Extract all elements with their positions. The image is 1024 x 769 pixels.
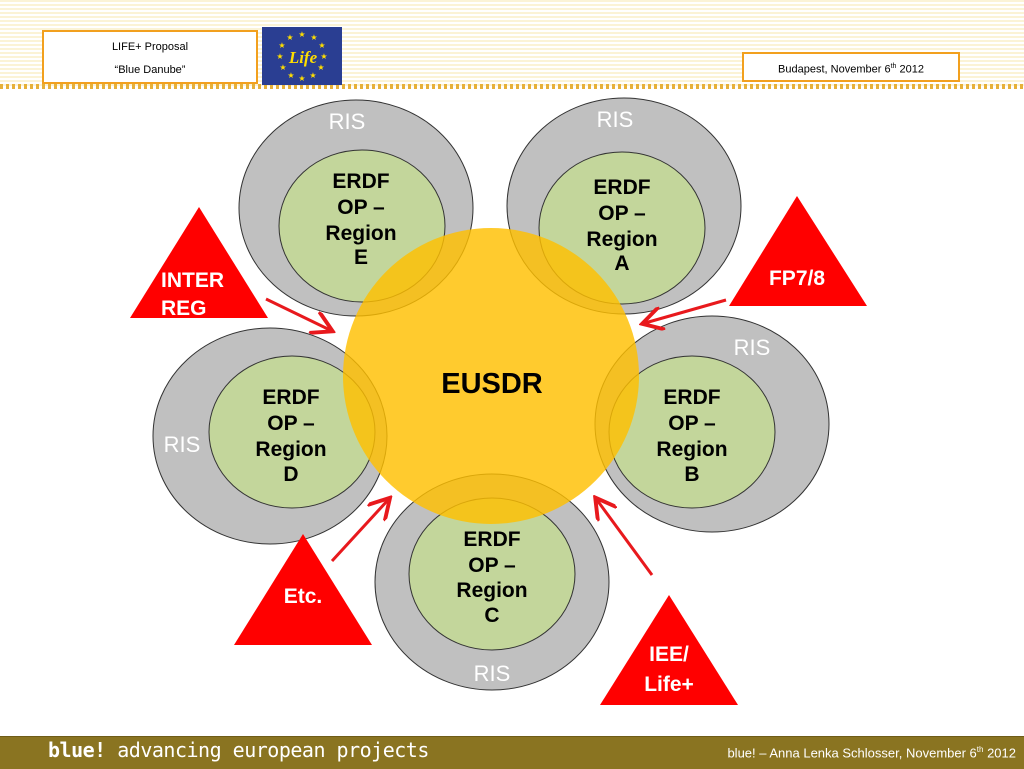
date-prefix: Budapest, November 6: [778, 63, 891, 76]
ris-label-b: RIS: [734, 335, 771, 360]
erdf-label-e-2: OP –: [337, 196, 385, 219]
eu-life-logo: ★★★ ★★★ ★★★ ★★★ Life: [262, 27, 342, 85]
footer-credit: blue! – Anna Lenka Schlosser, November 6…: [727, 745, 1016, 760]
footer-credit-prefix: blue! – Anna Lenka Schlosser, November 6: [727, 745, 977, 761]
triangle-interreg-label-1: INTER: [161, 269, 224, 292]
eu-stars-icon: ★★★ ★★★ ★★★ ★★★ Life: [276, 30, 327, 83]
svg-text:★: ★: [276, 52, 283, 61]
svg-text:★: ★: [286, 33, 293, 42]
erdf-label-b-1: ERDF: [663, 386, 720, 409]
date-suffix: 2012: [896, 63, 924, 76]
triangle-fp-label: FP7/8: [769, 267, 825, 290]
triangle-interreg-label-2: REG: [161, 297, 207, 320]
erdf-label-b-2: OP –: [668, 412, 716, 435]
date-sup: th: [890, 63, 897, 70]
eusdr-circle: [343, 228, 639, 524]
footer-tagline: advancing european projects: [105, 738, 429, 762]
erdf-label-e-4: E: [354, 246, 368, 269]
arrow-iee: [597, 500, 654, 576]
svg-text:★: ★: [317, 63, 324, 72]
svg-text:★: ★: [309, 71, 316, 80]
erdf-label-e-3: Region: [325, 222, 396, 245]
triangle-iee-label-1: IEE/: [649, 643, 689, 666]
svg-text:★: ★: [278, 41, 285, 50]
triangle-iee: [600, 595, 738, 705]
triangle-fp: [729, 196, 867, 306]
erdf-label-a-4: A: [614, 252, 629, 275]
erdf-label-a-3: Region: [586, 228, 657, 251]
erdf-label-c-4: C: [484, 604, 499, 627]
svg-text:★: ★: [298, 74, 305, 83]
life-logo-text: Life: [288, 48, 318, 67]
arrow-fp: [645, 298, 727, 323]
proposal-line1: LIFE+ Proposal: [111, 41, 189, 53]
triangle-etc: [234, 534, 372, 645]
ris-label-e: RIS: [329, 109, 366, 134]
erdf-label-c-1: ERDF: [463, 528, 520, 551]
erdf-label-d-1: ERDF: [262, 386, 319, 409]
erdf-label-a-2: OP –: [598, 202, 646, 225]
svg-text:★: ★: [298, 30, 305, 39]
svg-text:★: ★: [318, 41, 325, 50]
footer-credit-suffix: 2012: [983, 745, 1016, 761]
erdf-label-b-3: Region: [656, 438, 727, 461]
proposal-title-box: LIFE+ Proposal “Blue Danube”: [42, 30, 258, 84]
footer-bar: [0, 736, 1024, 769]
footer-brand-name: blue!: [48, 738, 106, 762]
erdf-label-b-4: B: [684, 463, 699, 486]
svg-text:★: ★: [310, 33, 317, 42]
ris-label-d: RIS: [164, 432, 201, 457]
svg-text:★: ★: [320, 52, 327, 61]
header-divider: [0, 84, 1024, 89]
arrow-etc: [330, 500, 388, 563]
svg-text:★: ★: [279, 63, 286, 72]
eusdr-label: EUSDR: [441, 368, 543, 400]
ris-label-c: RIS: [474, 661, 511, 686]
footer-brand: blue! advancing european projects: [48, 738, 429, 762]
date-box: Budapest, November 6th 2012: [742, 52, 960, 82]
proposal-line2: “Blue Danube”: [114, 64, 186, 76]
erdf-label-c-2: OP –: [468, 554, 516, 577]
triangle-etc-label: Etc.: [284, 585, 323, 608]
erdf-label-e-1: ERDF: [332, 170, 389, 193]
triangle-iee-label-2: Life+: [644, 673, 694, 696]
arrow-interreg: [265, 297, 330, 330]
erdf-label-a-1: ERDF: [593, 176, 650, 199]
svg-text:★: ★: [287, 71, 294, 80]
erdf-label-d-4: D: [283, 463, 298, 486]
triangle-interreg: [130, 207, 268, 318]
erdf-label-c-3: Region: [456, 579, 527, 602]
ris-label-a: RIS: [597, 107, 634, 132]
erdf-label-d-3: Region: [255, 438, 326, 461]
footer-credit-sup: th: [976, 745, 984, 754]
erdf-label-d-2: OP –: [267, 412, 315, 435]
